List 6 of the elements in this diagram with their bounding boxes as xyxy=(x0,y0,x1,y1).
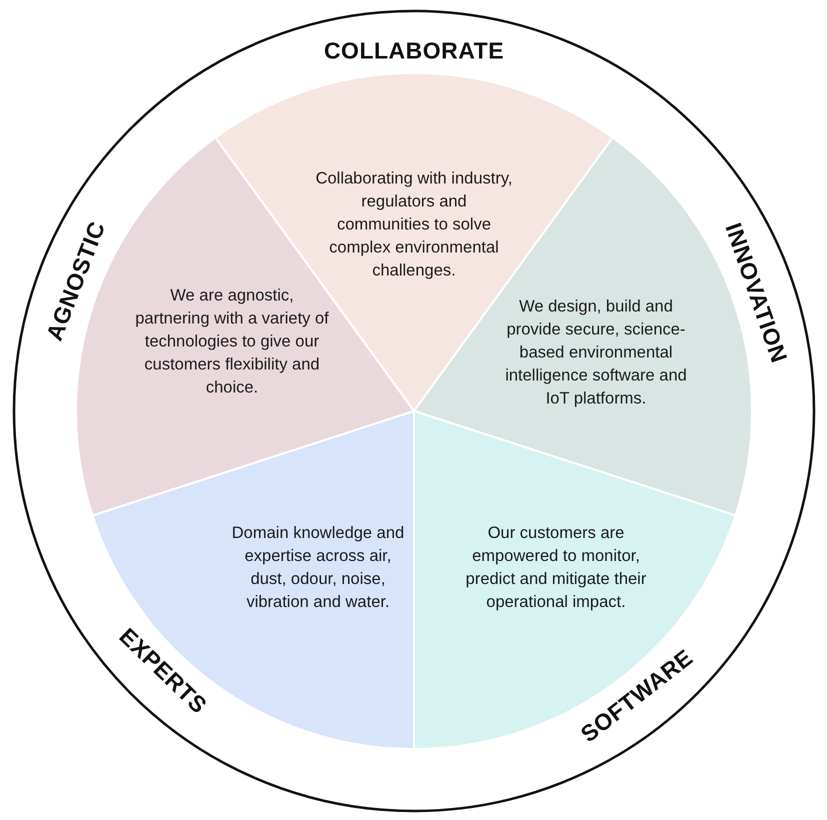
segment-description: Collaborating with industry, regulators and communities to solve complex environmental challenges. xyxy=(314,168,514,282)
segment-description: We are agnostic, partnering with a variety of technologies to give our customers flexibility and choice. xyxy=(134,286,330,398)
segment-heading: COLLABORATE xyxy=(324,38,504,64)
segment-description: We design, build and provide secure, science-based environmental intelligence software and IoT platforms. xyxy=(504,296,688,410)
segment-description: Our customers are empowered to monitor, predict and mitigate their operational impact. xyxy=(464,523,648,613)
segment-description: Domain knowledge and expertise across air, dust, odour, noise, vibration and water. xyxy=(230,523,406,613)
